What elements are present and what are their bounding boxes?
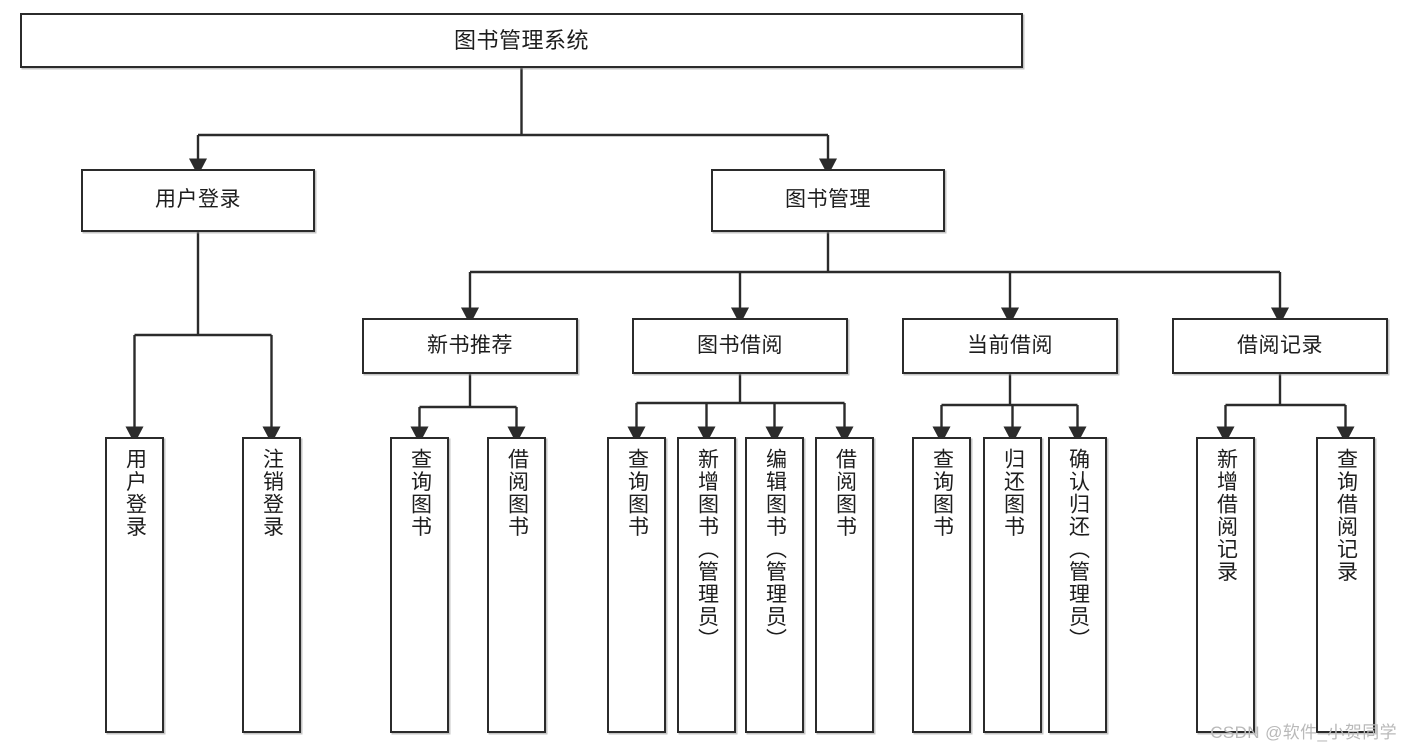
node-leaf_2[interactable]: 查询图书	[390, 437, 449, 733]
node-leaf_10[interactable]: 确认归还（管理员）	[1048, 437, 1107, 733]
node-leaf_8[interactable]: 查询图书	[912, 437, 971, 733]
node-leaf_12[interactable]: 查询借阅记录	[1316, 437, 1375, 733]
watermark: CSDN @软件_小贺同学	[1210, 723, 1397, 742]
node-label: 查询图书	[625, 448, 649, 538]
node-label: 新书推荐	[427, 333, 513, 357]
node-l3_0[interactable]: 新书推荐	[362, 318, 578, 374]
node-label: 查询图书	[930, 448, 954, 538]
node-leaf_3[interactable]: 借阅图书	[487, 437, 546, 733]
node-label: 图书借阅	[697, 333, 783, 357]
node-leaf_11[interactable]: 新增借阅记录	[1196, 437, 1255, 733]
node-label: 用户登录	[123, 448, 147, 538]
node-label: 借阅图书	[833, 448, 857, 538]
node-leaf_0[interactable]: 用户登录	[105, 437, 164, 733]
node-label: 借阅图书	[505, 448, 529, 538]
node-label: 当前借阅	[967, 333, 1053, 357]
node-label: 编辑图书（管理员）	[763, 448, 787, 651]
node-label: 新增借阅记录	[1214, 448, 1238, 583]
node-label: 新增图书（管理员）	[695, 448, 719, 651]
node-leaf_4[interactable]: 查询图书	[607, 437, 666, 733]
node-label: 图书管理系统	[453, 27, 589, 53]
node-l2_1[interactable]: 图书管理	[711, 169, 945, 232]
node-l3_3[interactable]: 借阅记录	[1172, 318, 1388, 374]
node-label: 确认归还（管理员）	[1066, 448, 1090, 651]
node-leaf_9[interactable]: 归还图书	[983, 437, 1042, 733]
node-leaf_5[interactable]: 新增图书（管理员）	[677, 437, 736, 733]
node-l3_2[interactable]: 当前借阅	[902, 318, 1118, 374]
node-l3_1[interactable]: 图书借阅	[632, 318, 848, 374]
node-l2_0[interactable]: 用户登录	[81, 169, 315, 232]
node-label: 用户登录	[155, 188, 241, 212]
node-label: 查询借阅记录	[1334, 448, 1358, 583]
node-leaf_7[interactable]: 借阅图书	[815, 437, 874, 733]
node-label: 注销登录	[260, 448, 284, 538]
node-label: 查询图书	[408, 448, 432, 538]
node-leaf_1[interactable]: 注销登录	[242, 437, 301, 733]
node-root[interactable]: 图书管理系统	[20, 13, 1023, 68]
node-label: 归还图书	[1001, 448, 1025, 538]
node-label: 借阅记录	[1237, 333, 1323, 357]
node-leaf_6[interactable]: 编辑图书（管理员）	[745, 437, 804, 733]
node-label: 图书管理	[785, 188, 871, 212]
